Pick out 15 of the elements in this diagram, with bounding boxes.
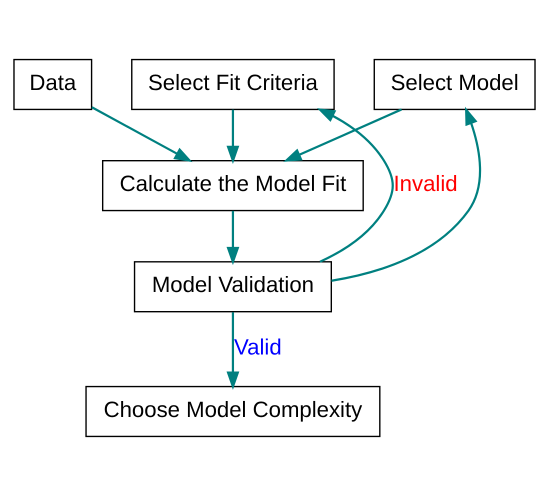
node-box: Choose Model Complexity: [85, 385, 380, 437]
edge-label: Invalid: [394, 170, 458, 196]
arrow: [91, 106, 192, 162]
arrow: [317, 108, 394, 262]
node-box: Select Model: [374, 58, 536, 110]
node-box: Model Validation: [134, 260, 332, 312]
arrow: [226, 210, 240, 265]
arrow: [283, 108, 402, 162]
node-box: Calculate the Model Fit: [102, 160, 364, 211]
arrow: [226, 109, 240, 164]
node-box: Select Fit Criteria: [131, 58, 335, 110]
edge-label: Valid: [234, 334, 282, 359]
arrow: [226, 312, 240, 390]
arrow: [331, 106, 482, 282]
node-box: Data: [13, 58, 92, 110]
